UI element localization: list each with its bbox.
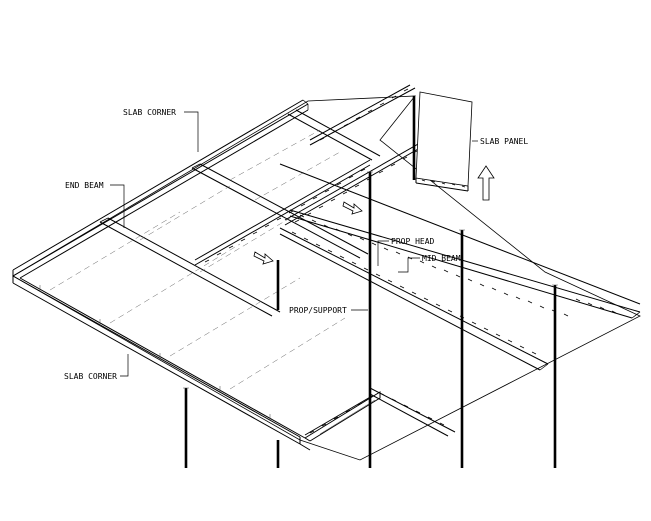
label-slab-panel: SLAB PANEL (480, 137, 528, 146)
label-slab-corner-bottom: SLAB CORNER (64, 372, 117, 381)
prop-posts (183, 171, 558, 468)
mid-beam-lower (369, 387, 456, 437)
front-edge-rail (304, 391, 381, 442)
mid-beam-middle (279, 227, 549, 371)
leader-lines (110, 111, 478, 377)
label-slab-corner-top: SLAB CORNER (123, 108, 176, 117)
slab-corner-top-edge-rail (12, 99, 309, 279)
slab-panel-lifted (412, 91, 473, 192)
end-beam (99, 217, 281, 317)
label-prop-support: PROP/SUPPORT (289, 306, 347, 315)
direction-arrow-upper-icon (342, 201, 363, 215)
top-cross-beam (287, 109, 381, 161)
labels: SLAB CORNER END BEAM SLAB PANEL PROP HEA… (64, 108, 528, 381)
panel-seams (49, 129, 346, 390)
label-prop-head: PROP HEAD (391, 237, 435, 246)
direction-arrow-lower-icon (253, 251, 274, 265)
lift-up-arrow-icon (477, 165, 495, 201)
slab-corner-bottom-edge-rail (12, 270, 311, 451)
label-end-beam: END BEAM (65, 181, 104, 190)
label-mid-beam: MID BEAM (422, 254, 461, 263)
deck-surface (12, 95, 641, 461)
